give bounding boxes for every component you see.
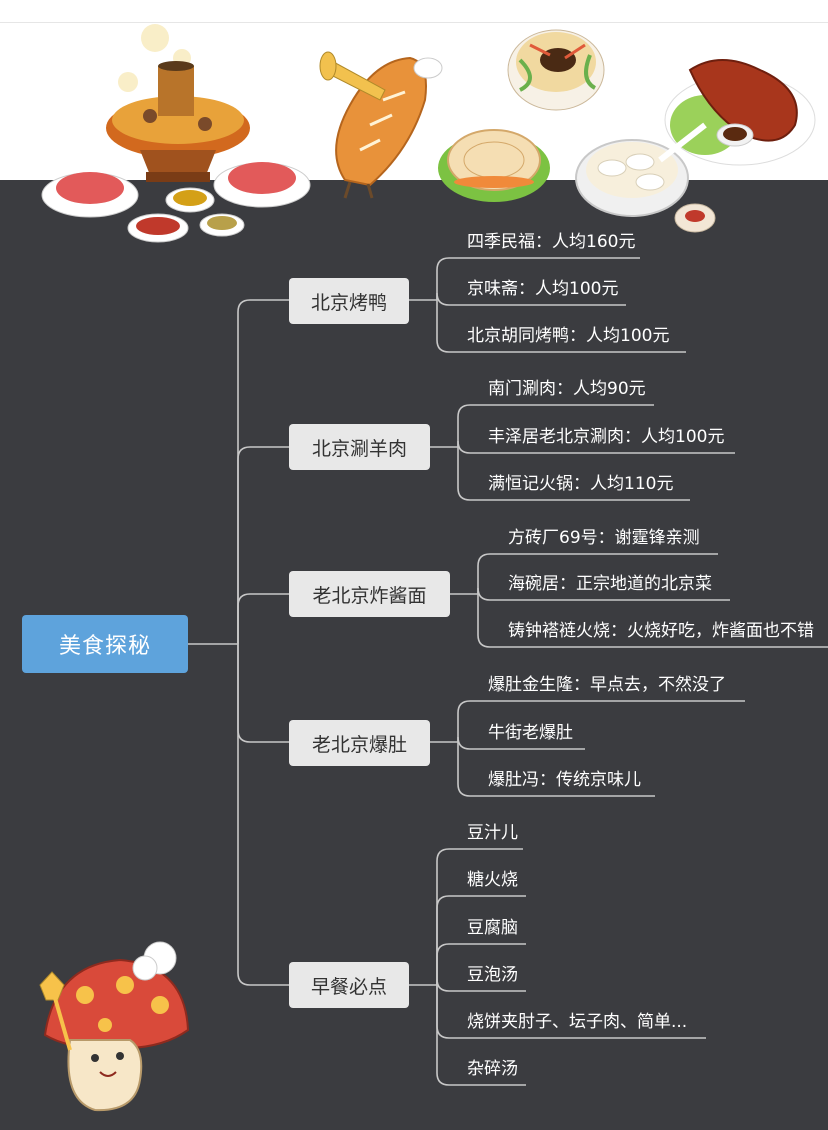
leaf-node[interactable]: 南门涮肉：人均90元 [488, 379, 646, 399]
connector-line [436, 257, 453, 300]
connector-line [436, 292, 453, 306]
connector-line [237, 644, 289, 743]
mindmap-root[interactable]: 美食探秘 [22, 615, 188, 673]
leaf-node[interactable]: 四季民福：人均160元 [467, 232, 636, 252]
leaf-node[interactable]: 豆汁儿 [467, 823, 518, 843]
header-divider [0, 22, 828, 23]
connector-line [457, 440, 474, 454]
leaf-node[interactable]: 北京胡同烤鸭：人均100元 [467, 326, 670, 346]
leaf-node[interactable]: 牛街老爆肚 [488, 723, 573, 743]
leaf-node[interactable]: 方砖厂69号：谢霆锋亲测 [508, 528, 700, 548]
branch-node[interactable]: 北京烤鸭 [289, 278, 409, 324]
connector-line [436, 978, 453, 992]
connector-line [457, 404, 474, 447]
connector-line [237, 299, 289, 644]
connector-line [477, 553, 494, 594]
mushroom-chef-icon [39, 941, 190, 1112]
flatbread-icon [438, 129, 550, 202]
branch-node[interactable]: 北京涮羊肉 [289, 424, 430, 470]
leaf-node[interactable]: 爆肚冯：传统京味儿 [488, 770, 641, 790]
connector-line [477, 594, 494, 648]
branch-node[interactable]: 早餐必点 [289, 962, 409, 1008]
connector-line [436, 985, 453, 1039]
leaf-node[interactable]: 满恒记火锅：人均110元 [488, 474, 674, 494]
leaf-node[interactable]: 铸钟褡裢火烧：火烧好吃，炸酱面也不错 [508, 621, 814, 641]
connector-line [457, 700, 474, 742]
connector-line [457, 736, 474, 750]
branch-node[interactable]: 老北京爆肚 [289, 720, 430, 766]
leaf-node[interactable]: 烧饼夹肘子、坛子肉、简单... [467, 1012, 688, 1032]
leaf-node[interactable]: 糖火烧 [467, 870, 518, 890]
leaf-node[interactable]: 海碗居：正宗地道的北京菜 [508, 574, 712, 594]
connector-line [436, 895, 453, 985]
leaf-node[interactable]: 豆腐脑 [467, 918, 518, 938]
leaf-node[interactable]: 豆泡汤 [467, 965, 518, 985]
connector-line [436, 985, 453, 1086]
dumpling-bowl-icon [575, 122, 716, 233]
connector-line [436, 943, 453, 985]
connector-line [237, 593, 289, 644]
connector-line [477, 587, 494, 601]
lamb-plate-icon [41, 162, 311, 243]
leaf-node[interactable]: 爆肚金生隆：早点去，不然没了 [488, 675, 726, 695]
connector-line [237, 446, 289, 644]
connector-line [237, 644, 289, 986]
connector-line [457, 742, 474, 797]
leaf-node[interactable]: 丰泽居老北京涮肉：人均100元 [488, 427, 725, 447]
leaf-node[interactable]: 杂碎汤 [467, 1059, 518, 1079]
branch-node[interactable]: 老北京炸酱面 [289, 571, 450, 617]
connector-line [457, 447, 474, 501]
bread-character-icon [319, 51, 443, 199]
noodle-bowl-icon [507, 29, 605, 111]
connector-line [436, 300, 453, 353]
leaf-node[interactable]: 京味斋：人均100元 [467, 279, 619, 299]
connector-line [436, 848, 453, 985]
hotpot-icon [106, 24, 250, 182]
